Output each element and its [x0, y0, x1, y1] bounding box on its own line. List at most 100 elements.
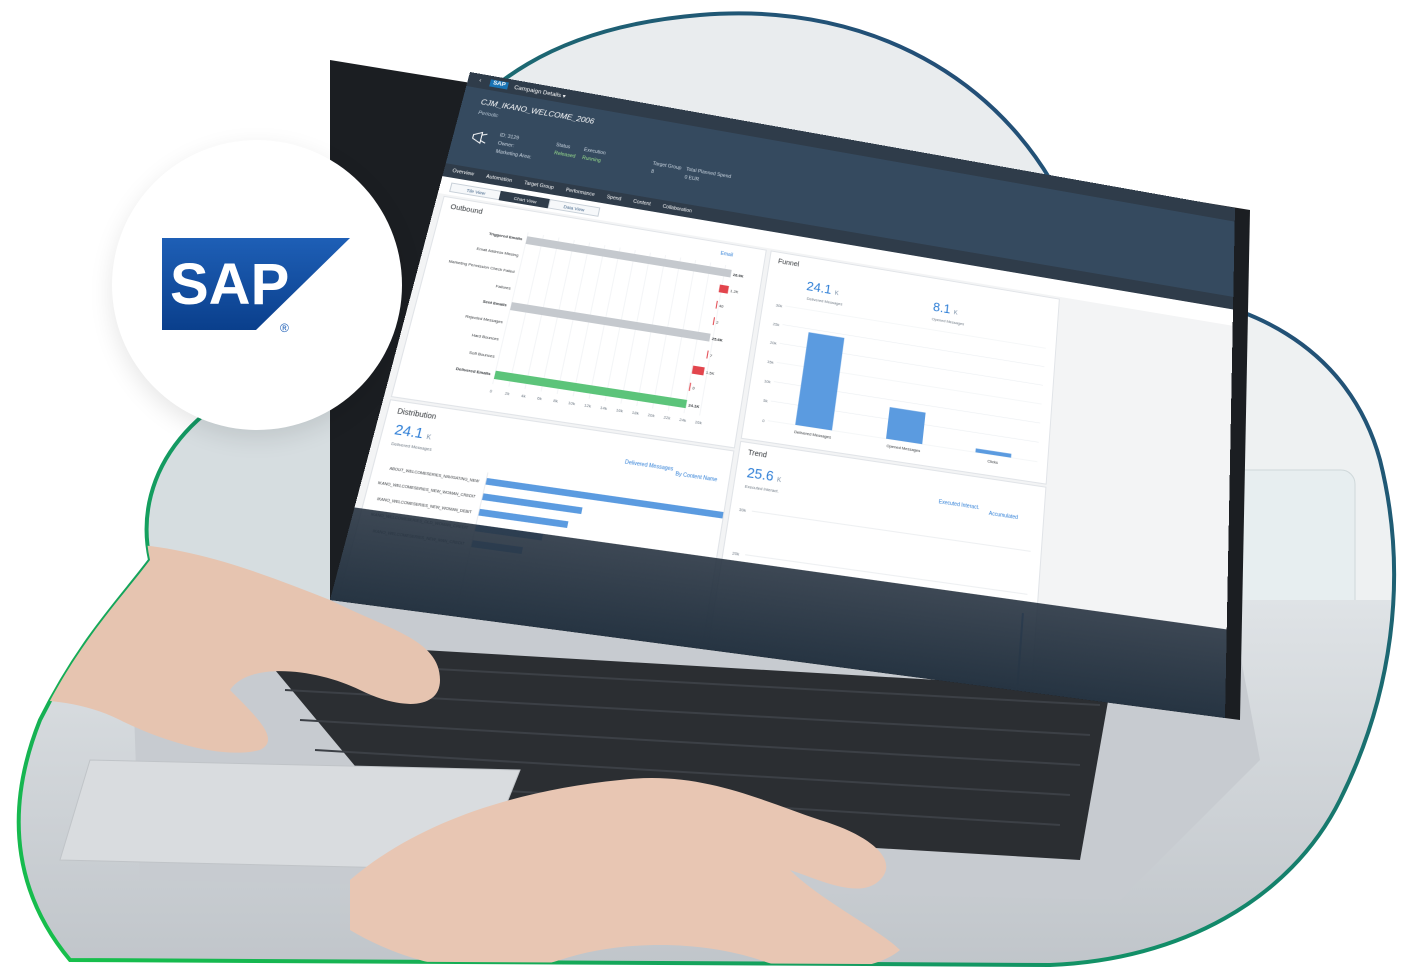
- outbound-data-label: 1.5K: [706, 371, 716, 377]
- outbound-tick-label: 26k: [695, 420, 703, 425]
- funnel-y-tick: 30k: [776, 303, 783, 308]
- outbound-bar: [493, 370, 688, 409]
- outbound-data-label: 24.1K: [688, 403, 700, 409]
- status-label: Status: [555, 142, 571, 151]
- cloud-outline: [16, 11, 1397, 968]
- campaign-app: ‹ SAP Campaign Details ▾ CJM_IKANO_WELCO…: [330, 72, 1236, 718]
- megaphone-icon: [470, 130, 489, 145]
- outbound-category-label: Triggered Emails: [489, 232, 523, 241]
- outbound-tick-label: 4k: [521, 394, 527, 399]
- distribution-row-label: IKANO_WELCOMESERIES_NEW_WOMAN_CREDIT: [377, 481, 477, 500]
- outbound-data-label: 7: [710, 354, 713, 358]
- planned-spend-value: 0 EUR: [683, 174, 700, 183]
- funnel-kpi-opened: 8.1 K: [932, 299, 958, 317]
- funnel-category-label: Clicks: [987, 459, 998, 465]
- trend-measure-dropdown[interactable]: Executed Interact.: [938, 499, 980, 512]
- sap-logo-badge: SAP ®: [112, 140, 402, 430]
- status-value: Released: [553, 150, 576, 160]
- funnel-y-tick: 0: [762, 419, 765, 424]
- outbound-category-label: Rejected Messages: [465, 314, 503, 324]
- distribution-kpi-value: 24.1: [392, 421, 426, 442]
- distribution-bar: [478, 508, 569, 528]
- outbound-tick-label: 24k: [679, 418, 687, 423]
- trend-y-tick-30k: 30k: [738, 506, 747, 513]
- trend-y-tick-20k: 20k: [731, 550, 740, 557]
- outbound-tick-label: 14k: [600, 406, 608, 411]
- funnel-y-tick: 25k: [773, 322, 780, 327]
- outbound-bar: [718, 284, 729, 294]
- outbound-category-label: Delivered Emails: [455, 367, 491, 377]
- funnel-bar: [795, 332, 845, 431]
- outbound-bar: [712, 317, 715, 326]
- tab-collaboration[interactable]: Collaboration: [662, 203, 693, 215]
- funnel-kpi-delivered-value: 24.1: [805, 278, 833, 297]
- target-group-label: Target Group: [652, 161, 682, 172]
- tab-automation[interactable]: Automation: [485, 173, 513, 184]
- outbound-bar: [715, 300, 718, 309]
- funnel-bar: [886, 407, 926, 445]
- tab-content[interactable]: Content: [632, 198, 652, 208]
- outbound-tick-label: 8k: [553, 399, 559, 404]
- funnel-y-tick: 15k: [767, 360, 774, 365]
- funnel-kpi-delivered-unit: K: [834, 290, 839, 298]
- outbound-data-label: 25.6K: [711, 337, 723, 343]
- distribution-kpi: 24.1 K: [393, 421, 434, 443]
- trend-mode-dropdown[interactable]: Accumulated: [988, 510, 1019, 522]
- tab-target-group[interactable]: Target Group: [523, 180, 555, 191]
- marketing-area-label: Marketing Area:: [495, 148, 532, 161]
- funnel-y-tick: 20k: [770, 341, 777, 346]
- trend-kpi-label: Executed Interact.: [744, 483, 780, 494]
- funnel-bar: [975, 448, 1012, 458]
- outbound-data-label: 1.2K: [730, 289, 739, 294]
- target-group-value[interactable]: 8: [650, 169, 655, 175]
- outbound-bar: [525, 236, 732, 278]
- outbound-data-label: 2: [716, 321, 719, 325]
- tab-overview[interactable]: Overview: [451, 168, 475, 178]
- outbound-category-label: Failures: [495, 284, 511, 290]
- outbound-tick-label: 20k: [647, 413, 655, 418]
- laptop-screen: ‹ SAP Campaign Details ▾ CJM_IKANO_WELCO…: [330, 60, 1240, 720]
- outbound-bar: [691, 365, 705, 376]
- outbound-tick-label: 18k: [632, 411, 640, 416]
- outbound-category-label: Marketing Permission Check Failed: [448, 259, 515, 274]
- funnel-y-tick: 10k: [764, 379, 771, 384]
- distribution-title: Distribution: [396, 408, 437, 422]
- tab-spend[interactable]: Spend: [606, 194, 622, 203]
- funnel-category-label: Delivered Messages: [794, 430, 832, 440]
- chevron-left-icon[interactable]: ‹: [478, 78, 482, 84]
- distribution-measure-dropdown[interactable]: Delivered Messages: [624, 459, 674, 473]
- outbound-data-label: 26.9K: [733, 273, 744, 279]
- outbound-category-label: Hard Bounces: [471, 333, 499, 341]
- outbound-category-label: Sent Emails: [482, 300, 507, 308]
- tab-performance[interactable]: Performance: [565, 187, 596, 198]
- funnel-title: Funnel: [777, 258, 800, 269]
- distribution-kpi-unit: K: [425, 434, 432, 442]
- outbound-tick-label: 6k: [537, 396, 543, 401]
- outbound-tick-label: 16k: [616, 408, 624, 413]
- outbound-tick-label: 2k: [504, 391, 510, 396]
- trend-kpi-unit: K: [776, 477, 782, 485]
- campaign-subtitle: Periodic: [477, 110, 499, 120]
- distribution-bar: [481, 493, 583, 515]
- outbound-data-label: 40: [719, 304, 724, 309]
- registered-mark: ®: [280, 321, 289, 335]
- funnel-kpi-opened-label: Opened Messages: [931, 316, 965, 327]
- funnel-kpi-delivered: 24.1 K: [806, 279, 840, 298]
- trend-kpi: 25.6 K: [746, 464, 783, 485]
- distribution-bar: [485, 477, 725, 519]
- execution-value: Running: [581, 155, 602, 164]
- funnel-card: Funnel 24.1 K Delivered Messages 8.1 K O…: [740, 250, 1060, 485]
- distribution-dimension-dropdown[interactable]: By Content Name: [674, 471, 718, 484]
- execution-label: Execution: [583, 147, 607, 157]
- outbound-tick-label: 0: [489, 389, 492, 394]
- shell-logo: SAP: [489, 79, 510, 90]
- sap-logo: SAP ®: [162, 238, 350, 335]
- funnel-kpi-opened-unit: K: [953, 310, 958, 317]
- trend-kpi-value: 25.6: [745, 464, 775, 485]
- outbound-data-label: 0: [692, 386, 695, 391]
- outbound-tick-label: 22k: [663, 415, 671, 420]
- outbound-filter-dropdown[interactable]: Email: [719, 250, 734, 259]
